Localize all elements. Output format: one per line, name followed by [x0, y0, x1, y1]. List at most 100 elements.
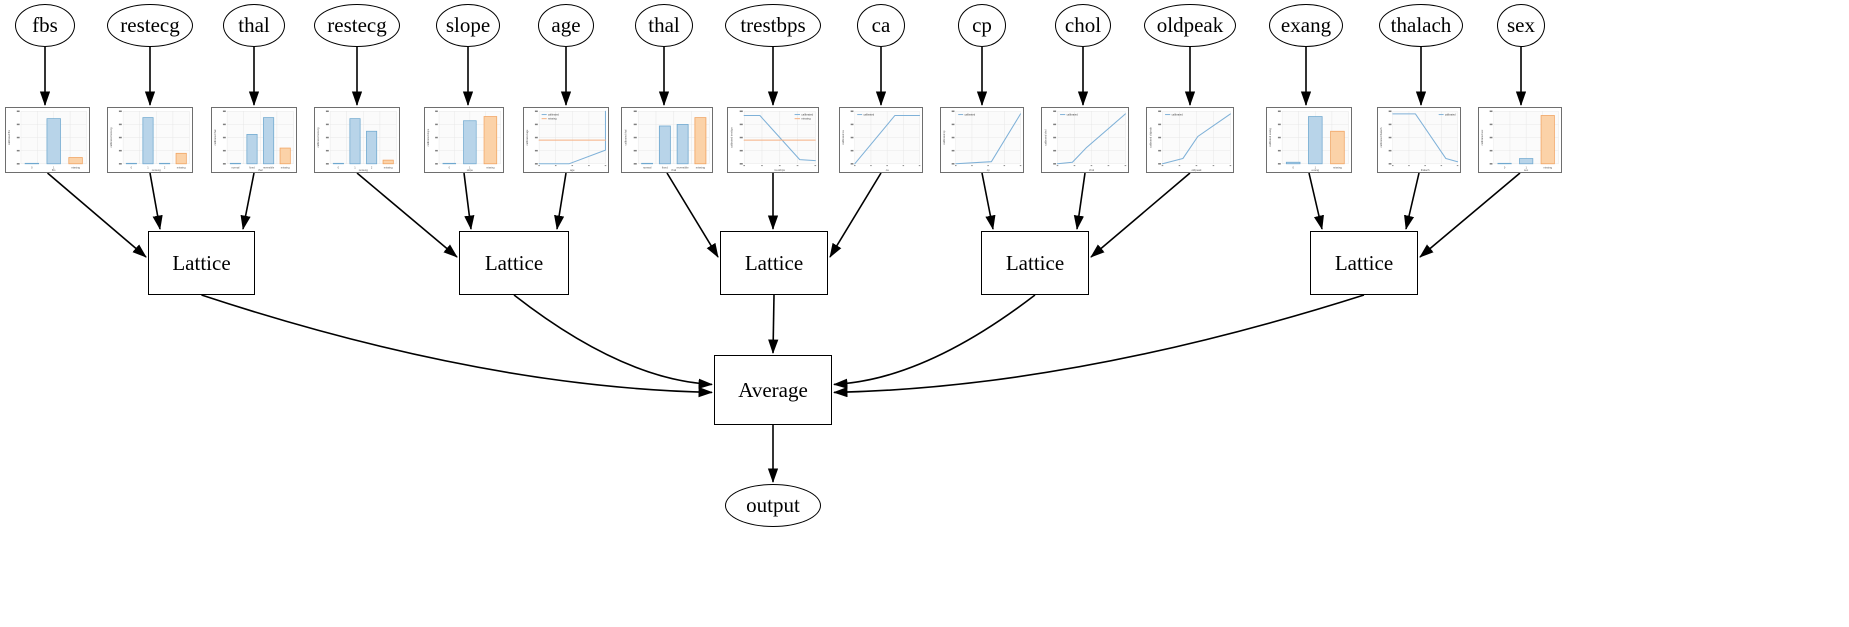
lattice-node-2[interactable]: Lattice [720, 231, 828, 295]
svg-text:missing: missing [548, 118, 557, 121]
feature-node-oldpeak-11[interactable]: oldpeak [1144, 4, 1236, 47]
feature-label: age [551, 13, 581, 37]
svg-text:normal: normal [643, 166, 652, 170]
svg-text:calibrated exang: calibrated exang [1268, 128, 1272, 147]
svg-text:1: 1 [469, 167, 471, 170]
svg-text:1: 1 [1525, 167, 1527, 170]
lattice-node-4[interactable]: Lattice [1310, 231, 1418, 295]
svg-text:1: 1 [147, 166, 149, 170]
feature-label: oldpeak [1156, 13, 1224, 37]
svg-text:restecg: restecg [359, 168, 369, 172]
svg-text:calibrated ca: calibrated ca [842, 130, 845, 145]
lattice-label: Lattice [1005, 250, 1065, 275]
feature-label: chol [1064, 13, 1102, 37]
feature-node-thalach-13[interactable]: thalach [1379, 4, 1463, 47]
feature-label: thal [238, 13, 270, 37]
feature-label: cp [972, 13, 992, 37]
svg-text:calibrated thalach: calibrated thalach [1380, 127, 1383, 147]
feature-node-thal-2[interactable]: thal [223, 4, 285, 47]
lattice-node-0[interactable]: Lattice [148, 231, 255, 295]
svg-text:calibrated restecg: calibrated restecg [109, 127, 113, 148]
feature-node-cp-9[interactable]: cp [958, 4, 1006, 47]
svg-text:slope: slope [467, 168, 474, 172]
svg-text:missing: missing [486, 167, 495, 170]
feature-node-exang-12[interactable]: exang [1269, 4, 1343, 47]
svg-text:missing: missing [71, 166, 80, 170]
feature-node-chol-10[interactable]: chol [1055, 4, 1111, 47]
lattice-node-3[interactable]: Lattice [981, 231, 1089, 295]
output-node[interactable]: output [725, 484, 821, 527]
calibrator-plot-thalach-13[interactable]: calibrated thalach thalach calibrated [1377, 107, 1461, 173]
lattice-label: Lattice [172, 250, 231, 275]
svg-text:missing: missing [177, 166, 186, 170]
svg-text:calibrated trestbps: calibrated trestbps [729, 127, 733, 148]
feature-label: slope [445, 13, 491, 37]
svg-text:oldpeak: oldpeak [1191, 168, 1202, 172]
svg-text:reversible: reversible [677, 166, 690, 170]
feature-label: fbs [32, 13, 58, 37]
feature-node-restecg-1[interactable]: restecg [107, 4, 193, 47]
feature-label: thal [648, 13, 680, 37]
feature-node-ca-8[interactable]: ca [857, 4, 905, 47]
svg-text:2: 2 [371, 166, 373, 170]
svg-text:calibrated: calibrated [1445, 114, 1456, 117]
feature-label: ca [871, 13, 891, 37]
svg-text:0: 0 [1504, 167, 1506, 170]
svg-text:calibrated thal: calibrated thal [213, 129, 217, 145]
feature-node-fbs-0[interactable]: fbs [15, 4, 75, 47]
svg-text:0: 0 [449, 167, 451, 170]
feature-node-slope-4[interactable]: slope [436, 4, 500, 47]
svg-text:1: 1 [1315, 166, 1317, 170]
svg-text:calibrated: calibrated [1172, 114, 1184, 117]
svg-text:calibrated fbs: calibrated fbs [7, 129, 11, 145]
svg-text:missing: missing [281, 166, 290, 170]
svg-text:fixed: fixed [249, 166, 255, 170]
feature-node-age-5[interactable]: age [538, 4, 594, 47]
calibrator-plot-sex-14[interactable]: calibrated sex 0 1 missing sex [1478, 107, 1562, 173]
calibrator-plot-oldpeak-11[interactable]: calibrated oldpeak oldpeak calibrated [1146, 107, 1234, 173]
svg-text:calibrated sex: calibrated sex [1481, 129, 1484, 145]
svg-text:ca: ca [886, 169, 889, 172]
svg-text:fixed: fixed [662, 166, 668, 170]
lattice-node-1[interactable]: Lattice [459, 231, 569, 295]
svg-text:missing: missing [384, 166, 393, 170]
feature-node-thal-6[interactable]: thal [635, 4, 693, 47]
feature-node-trestbps-7[interactable]: trestbps [725, 4, 821, 47]
average-node[interactable]: Average [714, 355, 832, 425]
svg-text:fbs: fbs [52, 168, 56, 172]
lattice-label: Lattice [1334, 250, 1394, 275]
svg-text:calibrated thal: calibrated thal [623, 129, 627, 145]
svg-text:sex: sex [1524, 169, 1529, 172]
feature-node-sex-14[interactable]: sex [1497, 4, 1545, 47]
feature-label: exang [1280, 13, 1332, 37]
svg-text:calibrated chol: calibrated chol [1043, 129, 1047, 146]
svg-text:calibrated oldpeak: calibrated oldpeak [1148, 127, 1152, 148]
feature-label: thalach [1390, 13, 1452, 37]
svg-text:restecg: restecg [152, 168, 162, 172]
svg-text:1: 1 [53, 166, 55, 170]
svg-text:calibrated: calibrated [964, 114, 975, 117]
svg-text:missing: missing [1543, 167, 1552, 170]
output-label: output [746, 493, 800, 517]
svg-text:reversible: reversible [263, 166, 275, 170]
svg-text:0: 0 [131, 166, 133, 170]
svg-text:calibrated: calibrated [801, 113, 813, 117]
svg-text:thalach: thalach [1421, 168, 1430, 172]
svg-text:missing: missing [801, 117, 811, 121]
feature-label: sex [1507, 13, 1535, 37]
feature-node-restecg-3[interactable]: restecg [314, 4, 400, 47]
svg-text:trestbps: trestbps [774, 168, 785, 172]
